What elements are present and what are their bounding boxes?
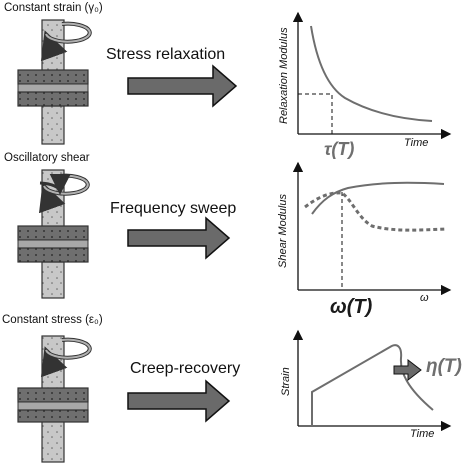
rheometer-1	[17, 19, 92, 145]
param-tau: τ(T)	[324, 139, 355, 159]
plot2-x-label: ω	[420, 292, 429, 304]
plot3-x-label: Time	[410, 428, 435, 440]
method-creep-recovery: Creep-recovery	[130, 360, 241, 377]
param-omega: ω(T)	[330, 296, 373, 318]
method-stress-relaxation: Stress relaxation	[106, 46, 226, 63]
plot-relaxation	[292, 11, 452, 140]
plot3-y-label: Strain	[280, 367, 292, 396]
plot1-x-label: Time	[404, 137, 429, 149]
arrow-1	[127, 64, 238, 108]
plot-creep-recovery	[292, 329, 452, 432]
rheometer-2	[17, 169, 90, 299]
plot1-y-label: Relaxation Modulus	[278, 27, 290, 124]
rheometer-3	[17, 335, 92, 463]
arrow-eta	[393, 358, 422, 382]
method-frequency-sweep: Frequency sweep	[110, 200, 237, 217]
arrow-2	[127, 216, 231, 260]
panel3-title: Constant stress (ε₀)	[2, 314, 103, 326]
panel1-title: Constant strain (γ₀)	[4, 2, 103, 14]
plot2-y-label: Shear Modulus	[277, 194, 289, 268]
panel2-title: Oscillatory shear	[4, 152, 90, 164]
plot-frequency-sweep	[292, 161, 452, 296]
arrow-3	[127, 379, 231, 423]
param-eta: η(T)	[426, 356, 462, 377]
